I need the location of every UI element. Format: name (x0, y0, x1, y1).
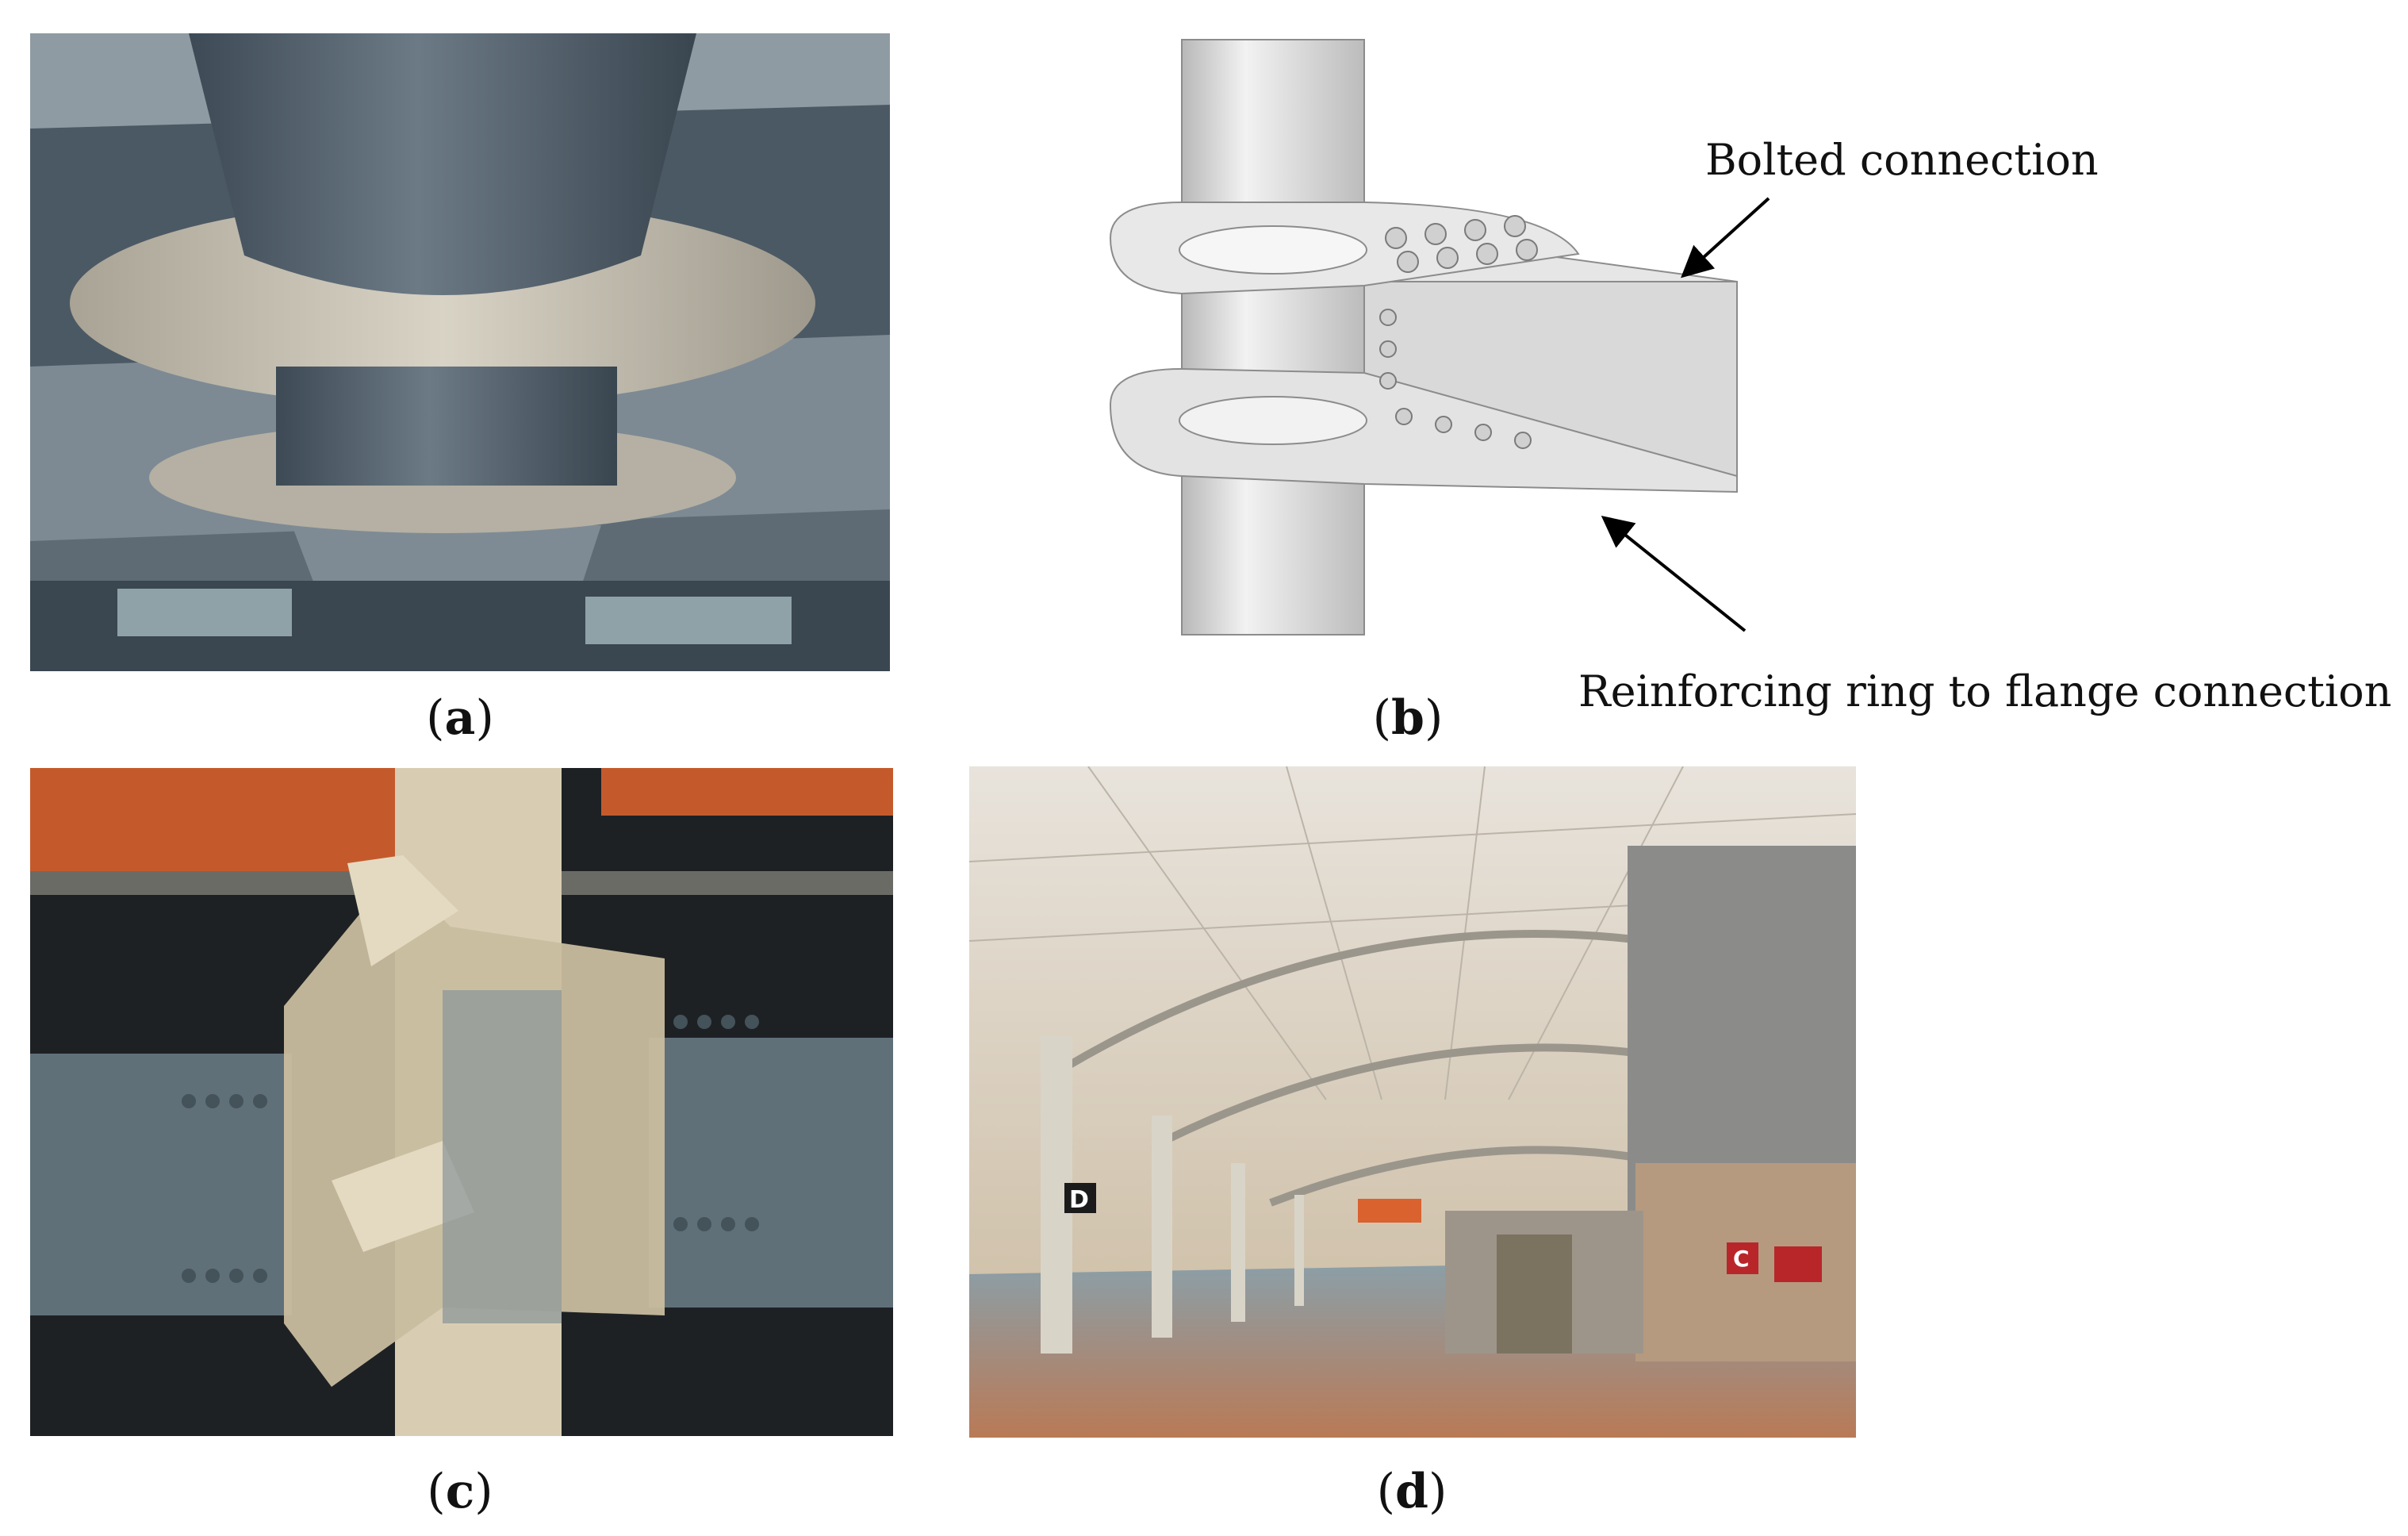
panel-a-caption: (a) (426, 690, 494, 746)
annotation-arrows (1601, 197, 1770, 632)
panel-d-photo: D C (969, 766, 1856, 1438)
bolted-connection-label: Bolted connection (1705, 135, 2099, 185)
panel-d-caption: (d) (1376, 1464, 1447, 1519)
sign-c: C (1733, 1246, 1750, 1272)
panel-b-diagram (1102, 32, 1761, 643)
panel-b-caption: (b) (1372, 690, 1444, 746)
reinforcing-ring-label: Reinforcing ring to flange connection (1578, 666, 2392, 716)
panel-c-caption: (c) (427, 1464, 493, 1519)
sign-d: D (1069, 1186, 1089, 1214)
bolted-arrow (1681, 197, 1770, 278)
ring-arrow (1601, 516, 1747, 632)
panel-a-photo (30, 33, 890, 671)
panel-c-photo (30, 768, 893, 1436)
